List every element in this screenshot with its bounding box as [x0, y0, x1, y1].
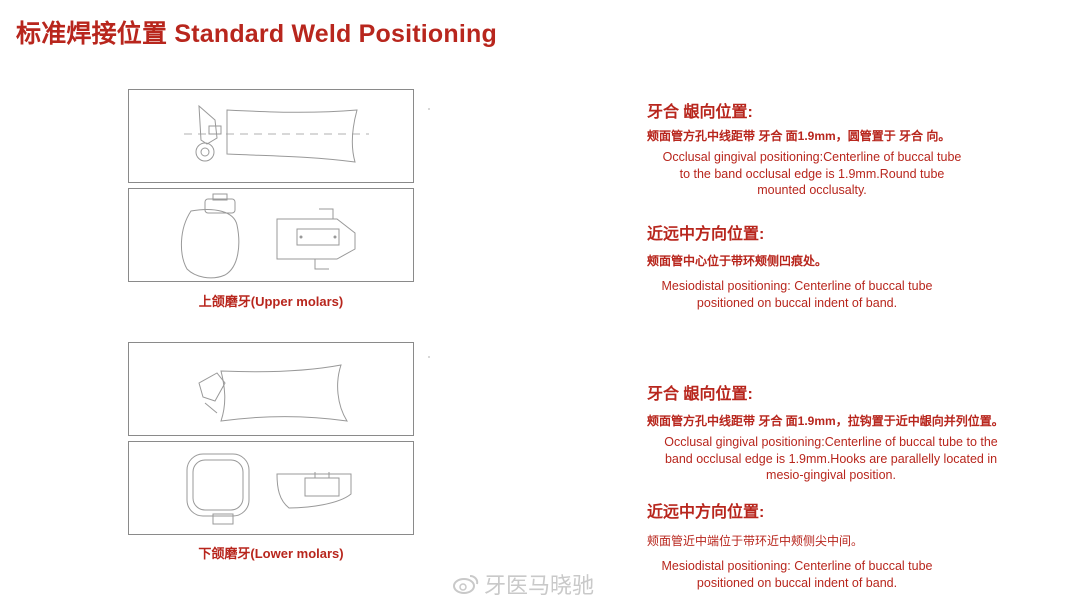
lower-band-occlusal-illustration [186, 453, 352, 525]
lower-mesiodistal-en-line: positioned on buccal indent of band. [696, 575, 898, 590]
watermark: 牙医马晓驰 [452, 568, 594, 600]
lower-band-side-illustration [198, 364, 348, 422]
upper-mesiodistal-heading: 近远中方向位置: [647, 226, 765, 243]
upper-occlusal-zh: 颊面管方孔中线距带 牙合 面1.9mm，圆管置于 牙合 向。 [647, 129, 951, 143]
upper-mesiodistal-en-line: Mesiodistal positioning: Centerline of b… [661, 279, 933, 293]
lower-occlusal-view-panel [128, 441, 414, 535]
upper-band-occlusal-illustration [181, 193, 356, 279]
lower-mesiodistal-en: Mesiodistal positioning: Centerline of b… [625, 558, 969, 591]
upper-side-view-panel [128, 89, 414, 183]
lower-occlusal-en-line: Occlusal gingival positioning:Centerline… [664, 435, 998, 449]
upper-mesiodistal-en-line: positioned on buccal indent of band. [696, 295, 898, 310]
upper-band-side-illustration [184, 104, 369, 163]
weibo-icon [453, 575, 479, 594]
lower-occlusal-heading: 牙合 龈向位置: [647, 386, 753, 403]
upper-mesiodistal-zh: 颊面管中心位于带环颊侧凹痕处。 [647, 254, 828, 268]
upper-occlusal-en-line: to the band occlusal edge is 1.9mm.Round… [679, 166, 945, 181]
lower-side-view-panel [128, 342, 414, 436]
lower-occlusal-zh: 颊面管方孔中线距带 牙合 面1.9mm，拉钩置于近中龈向并列位置。 [647, 414, 1004, 428]
upper-molars-caption: 上颌磨牙(Upper molars) [198, 294, 344, 309]
lower-mesiodistal-zh: 颊面管近中端位于带环近中颊侧尖中间。 [647, 534, 864, 548]
upper-mesiodistal-en: Mesiodistal positioning: Centerline of b… [625, 278, 969, 311]
lower-molars-caption: 下颌磨牙(Lower molars) [198, 546, 344, 561]
lower-mesiodistal-heading: 近远中方向位置: [647, 504, 765, 521]
decorative-dot [428, 356, 430, 358]
upper-occlusal-view-panel [128, 188, 414, 282]
upper-occlusal-en-line: mounted occlusalty. [757, 183, 867, 197]
upper-occlusal-heading: 牙合 龈向位置: [647, 104, 753, 121]
decorative-dot [428, 108, 430, 110]
watermark-text: 牙医马晓驰 [484, 573, 595, 598]
upper-occlusal-en-line: Occlusal gingival positioning:Centerline… [662, 150, 962, 164]
page-title: 标准焊接位置 Standard Weld Positioning [16, 20, 497, 48]
lower-mesiodistal-en-line: Mesiodistal positioning: Centerline of b… [661, 559, 933, 573]
lower-occlusal-en: Occlusal gingival positioning:Centerline… [640, 434, 1022, 484]
lower-occlusal-en-line: band occlusal edge is 1.9mm.Hooks are pa… [664, 451, 998, 466]
lower-occlusal-en-line: mesio-gingival position. [766, 468, 896, 482]
upper-occlusal-en: Occlusal gingival positioning:Centerline… [640, 149, 984, 199]
